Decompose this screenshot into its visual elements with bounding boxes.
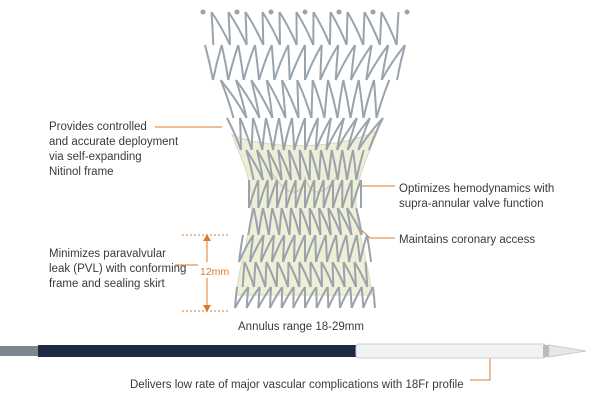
- frame-strut: [297, 80, 298, 118]
- capsule-ring: [543, 345, 549, 357]
- frame-strut: [246, 12, 264, 45]
- frame-strut: [348, 12, 364, 45]
- frame-strut: [212, 12, 231, 45]
- arrow-down: [203, 305, 211, 312]
- catheter-tip-end: [0, 346, 38, 356]
- frame-strut: [272, 45, 275, 80]
- frame-strut: [328, 287, 329, 308]
- frame-strut: [350, 287, 351, 308]
- frame-crown-tip: [236, 11, 239, 14]
- frame-strut: [367, 235, 371, 262]
- frame-strut: [325, 80, 329, 118]
- frame-strut: [277, 262, 278, 287]
- frame-strut: [310, 150, 311, 180]
- frame-strut: [344, 262, 345, 287]
- frame-strut: [374, 80, 377, 118]
- frame-crown-tip: [372, 11, 375, 14]
- label-hemodynamics: Optimizes hemodynamics with supra-annula…: [399, 182, 554, 212]
- frame-strut: [265, 262, 266, 287]
- frame-crown-tip: [406, 11, 409, 14]
- frame-strut: [263, 12, 264, 45]
- frame-strut: [333, 262, 334, 287]
- frame-strut: [240, 118, 241, 150]
- frame-strut: [252, 118, 253, 150]
- label-coronary-access: Maintains coronary access: [399, 233, 535, 248]
- frame-strut: [244, 45, 255, 80]
- frame-strut: [365, 12, 381, 45]
- frame-strut: [315, 235, 316, 262]
- label-delivery-profile: Delivers low rate of major vascular comp…: [130, 378, 464, 393]
- frame-strut: [290, 45, 305, 80]
- frame-strut: [339, 287, 340, 308]
- frame-strut: [338, 80, 344, 118]
- frame-crown-tip: [270, 11, 273, 14]
- frame-strut: [305, 45, 322, 80]
- frame-strut: [322, 262, 323, 287]
- frame-strut: [297, 80, 311, 118]
- frame-strut: [263, 12, 281, 45]
- frame-strut: [364, 80, 375, 118]
- label-annulus-range: Annulus range 18-29mm: [238, 320, 364, 335]
- frame-strut: [205, 45, 213, 80]
- frame-strut: [280, 12, 281, 45]
- frame-strut: [229, 12, 247, 45]
- frame-strut: [314, 12, 331, 45]
- frame-strut: [280, 12, 297, 45]
- label-controlled-deployment: Provides controlled and accurate deploym…: [49, 120, 178, 180]
- frame-strut: [326, 235, 327, 262]
- frame-strut: [359, 80, 364, 118]
- frame-strut: [221, 80, 234, 118]
- arrow-up: [203, 234, 211, 241]
- frame-strut: [363, 12, 364, 45]
- frame-strut: [373, 287, 375, 308]
- frame-strut: [331, 12, 347, 45]
- frame-strut: [382, 12, 397, 45]
- frame-strut: [330, 12, 331, 45]
- frame-strut: [255, 45, 259, 80]
- frame-crown-tip: [304, 11, 307, 14]
- catheter-capsule: [356, 344, 546, 358]
- catheter-nosecone: [549, 345, 586, 357]
- frame-strut: [288, 262, 289, 287]
- frame-strut: [310, 208, 311, 235]
- frame-strut: [246, 12, 247, 45]
- frame-crown-tip: [202, 11, 205, 14]
- frame-strut: [274, 45, 288, 80]
- frame-strut: [222, 45, 229, 80]
- frame-strut: [300, 150, 301, 180]
- leader-delivery: [470, 358, 490, 380]
- catheter-shaft: [38, 345, 356, 357]
- frame-strut: [343, 80, 350, 118]
- frame-strut: [288, 45, 289, 80]
- frame-strut: [228, 45, 238, 80]
- frame-strut: [328, 80, 338, 118]
- frame-strut: [377, 80, 390, 118]
- frame-strut: [212, 12, 214, 45]
- frame-strut: [397, 12, 399, 45]
- label-paravalvular-leak: Minimizes paravalvular leak (PVL) with c…: [49, 247, 186, 292]
- frame-strut: [227, 118, 241, 150]
- frame-strut: [213, 45, 222, 80]
- frame-strut: [312, 80, 313, 118]
- frame-strut: [238, 45, 243, 80]
- frame-strut: [351, 80, 359, 118]
- frame-strut: [380, 12, 382, 45]
- frame-strut: [259, 45, 272, 80]
- frame-strut: [313, 80, 325, 118]
- label-height-12mm: 12mm: [200, 266, 229, 278]
- frame-crown-tip: [338, 11, 341, 14]
- delivery-catheter: [0, 344, 586, 358]
- frame-strut: [297, 12, 314, 45]
- frame-strut: [347, 12, 348, 45]
- frame-strut: [300, 208, 301, 235]
